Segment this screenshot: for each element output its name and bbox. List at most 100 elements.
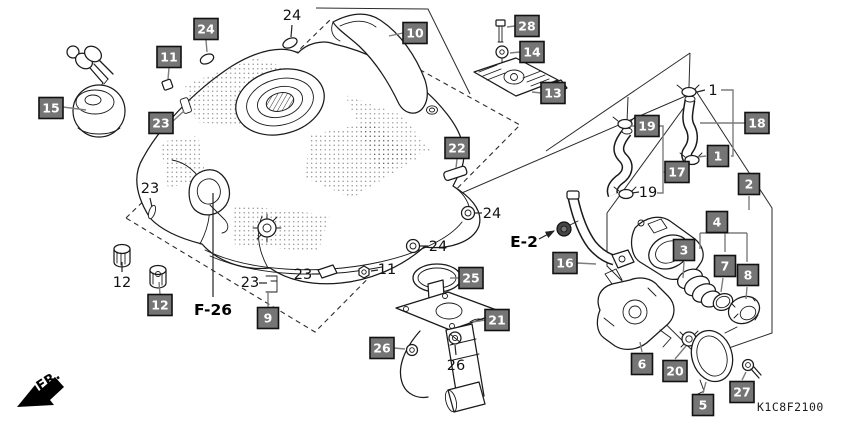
bolt-27 [741,358,762,379]
bracket-line [657,125,664,194]
callout-9[interactable]: 9 [256,306,280,330]
callout-2[interactable]: 2 [737,172,761,196]
filler-neck [235,68,325,136]
leader-line [370,269,379,272]
svg-text:10: 10 [406,26,424,41]
leader-line [720,277,724,293]
svg-text:11: 11 [160,50,177,65]
callout-28[interactable]: 28 [514,14,540,38]
svg-text:14: 14 [523,45,541,60]
svg-text:8: 8 [744,268,753,283]
callout-20[interactable]: 20 [662,359,688,383]
callout-F-26[interactable]: F-26 [194,301,232,319]
callout-19[interactable]: 19 [634,114,660,138]
svg-text:28: 28 [518,19,535,34]
callout-12[interactable]: 12 [147,293,173,317]
callout-24[interactable]: 24 [483,206,501,222]
svg-text:13: 13 [544,86,561,101]
callout-E-2[interactable]: E-2 [510,233,538,251]
callout-25[interactable]: 25 [458,266,484,290]
callout-23[interactable]: 23 [294,267,312,283]
callout-14[interactable]: 14 [519,40,545,64]
grommet-24-top [282,37,298,49]
bolt-28 [495,19,506,43]
callout-23[interactable]: 23 [148,111,174,135]
callout-18[interactable]: 18 [744,111,770,135]
leader-line [158,281,161,295]
callout-10[interactable]: 10 [402,21,428,45]
callout-15[interactable]: 15 [38,96,64,120]
hose-clamp-19-top [612,116,636,130]
band-clamp-5 [690,326,738,396]
fuel-cap [72,84,126,138]
callout-7[interactable]: 7 [713,254,737,278]
diagram-code: K1C8F2100 [757,400,824,414]
grommet-12-b [149,264,167,289]
callout-11[interactable]: 11 [156,45,182,69]
svg-text:27: 27 [733,385,750,400]
nut-26-a [405,343,419,357]
callout-19[interactable]: 19 [639,185,657,201]
leader-line [454,344,457,356]
callout-5[interactable]: 5 [691,393,715,417]
svg-text:19: 19 [639,185,657,201]
clip-23-part [179,97,192,114]
svg-text:24: 24 [283,8,301,24]
callout-22[interactable]: 22 [444,136,470,160]
callout-27[interactable]: 27 [729,380,755,404]
callout-11[interactable]: 11 [378,262,396,278]
svg-text:7: 7 [721,259,730,274]
callout-24[interactable]: 24 [193,17,219,41]
callout-24[interactable]: 24 [283,8,301,24]
leader-line [290,24,293,38]
callout-24[interactable]: 24 [429,239,447,255]
leader-line [388,32,404,37]
leader-line [576,262,597,265]
callout-17[interactable]: 17 [664,160,690,184]
leader-line [172,110,185,122]
leader-line [455,158,458,169]
leader-line [506,25,516,28]
breather-hose-18 [681,95,698,163]
leader-line [697,155,707,158]
svg-text:9: 9 [264,311,273,326]
callout-26[interactable]: 26 [447,358,465,374]
callout-21[interactable]: 21 [484,308,510,332]
callout-3[interactable]: 3 [672,238,696,262]
svg-text:F-26: F-26 [194,301,232,319]
callout-12[interactable]: 12 [113,275,131,291]
fuel-tank-drawing [136,41,481,285]
breather-hose-17 [606,127,633,198]
svg-text:24: 24 [483,206,501,222]
svg-text:19: 19 [638,119,655,134]
clip-23-hook [265,275,278,293]
callout-26[interactable]: 26 [369,336,395,360]
callout-23[interactable]: 23 [141,181,159,197]
svg-text:26: 26 [373,341,391,356]
callout-16[interactable]: 16 [552,251,578,275]
grommet-12-a [113,243,131,268]
svg-text:26: 26 [447,358,465,374]
callout-1[interactable]: 1 [708,83,717,99]
leader-line [531,91,542,94]
callout-8[interactable]: 8 [736,263,760,287]
callout-4[interactable]: 4 [705,210,729,234]
svg-text:23: 23 [241,275,259,291]
tank-front-bracket [188,169,231,234]
leader-line [639,341,643,353]
o-ring-small [712,292,734,312]
svg-text:18: 18 [748,116,765,131]
clip-23-pad [317,264,338,279]
leader-line [674,345,687,360]
clip-11-part [161,78,174,91]
leader-line [538,230,556,240]
callout-1[interactable]: 1 [706,144,730,168]
svg-text:12: 12 [113,275,131,291]
leader-line [696,89,706,93]
callout-6[interactable]: 6 [630,352,654,376]
callout-23[interactable]: 23 [241,275,259,291]
callout-13[interactable]: 13 [540,81,566,105]
leader-line [682,261,685,279]
